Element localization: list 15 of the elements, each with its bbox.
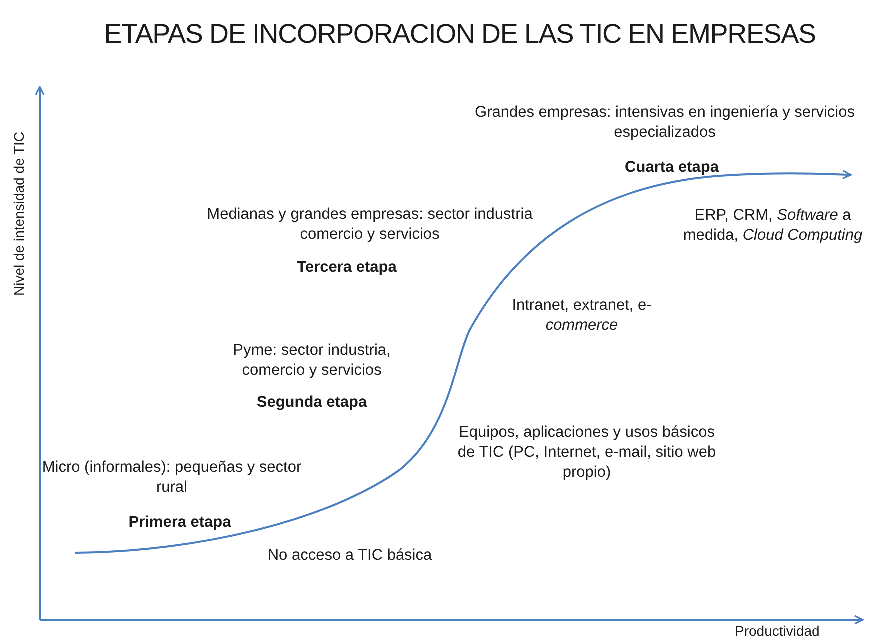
stage-title: Segunda etapa — [256, 393, 368, 413]
technology-text: Equipos, aplicaciones y usos básicos de TIC (PC, Internet, e-mail, sitio web propio) — [456, 423, 718, 483]
technology-text: ERP, CRM, Software a medida, Cloud Computing — [682, 206, 864, 246]
stage-title: Tercera etapa — [296, 258, 398, 278]
stage-title: Cuarta etapa — [624, 158, 720, 178]
y-axis-label: Nivel de intensidad de TIC — [10, 131, 28, 298]
stage-title: Primera etapa — [128, 513, 232, 533]
company-type-text: Pyme: sector industria, comercio y servicios — [232, 341, 392, 381]
diagram-title: ETAPAS DE INCORPORACION DE LAS TIC EN EMPRESAS — [103, 18, 817, 51]
company-type-text: Grandes empresas: intensivas en ingeniería y servicios especializados — [474, 103, 856, 143]
note-text: No acceso a TIC básica — [266, 546, 434, 566]
company-type-text: Micro (informales): pequeñas y sector rural — [41, 458, 303, 498]
technology-text: Intranet, extranet, e-commerce — [511, 296, 653, 336]
x-axis-label: Productividad — [735, 622, 820, 640]
company-type-text: Medianas y grandes empresas: sector industria comercio y servicios — [206, 205, 534, 245]
